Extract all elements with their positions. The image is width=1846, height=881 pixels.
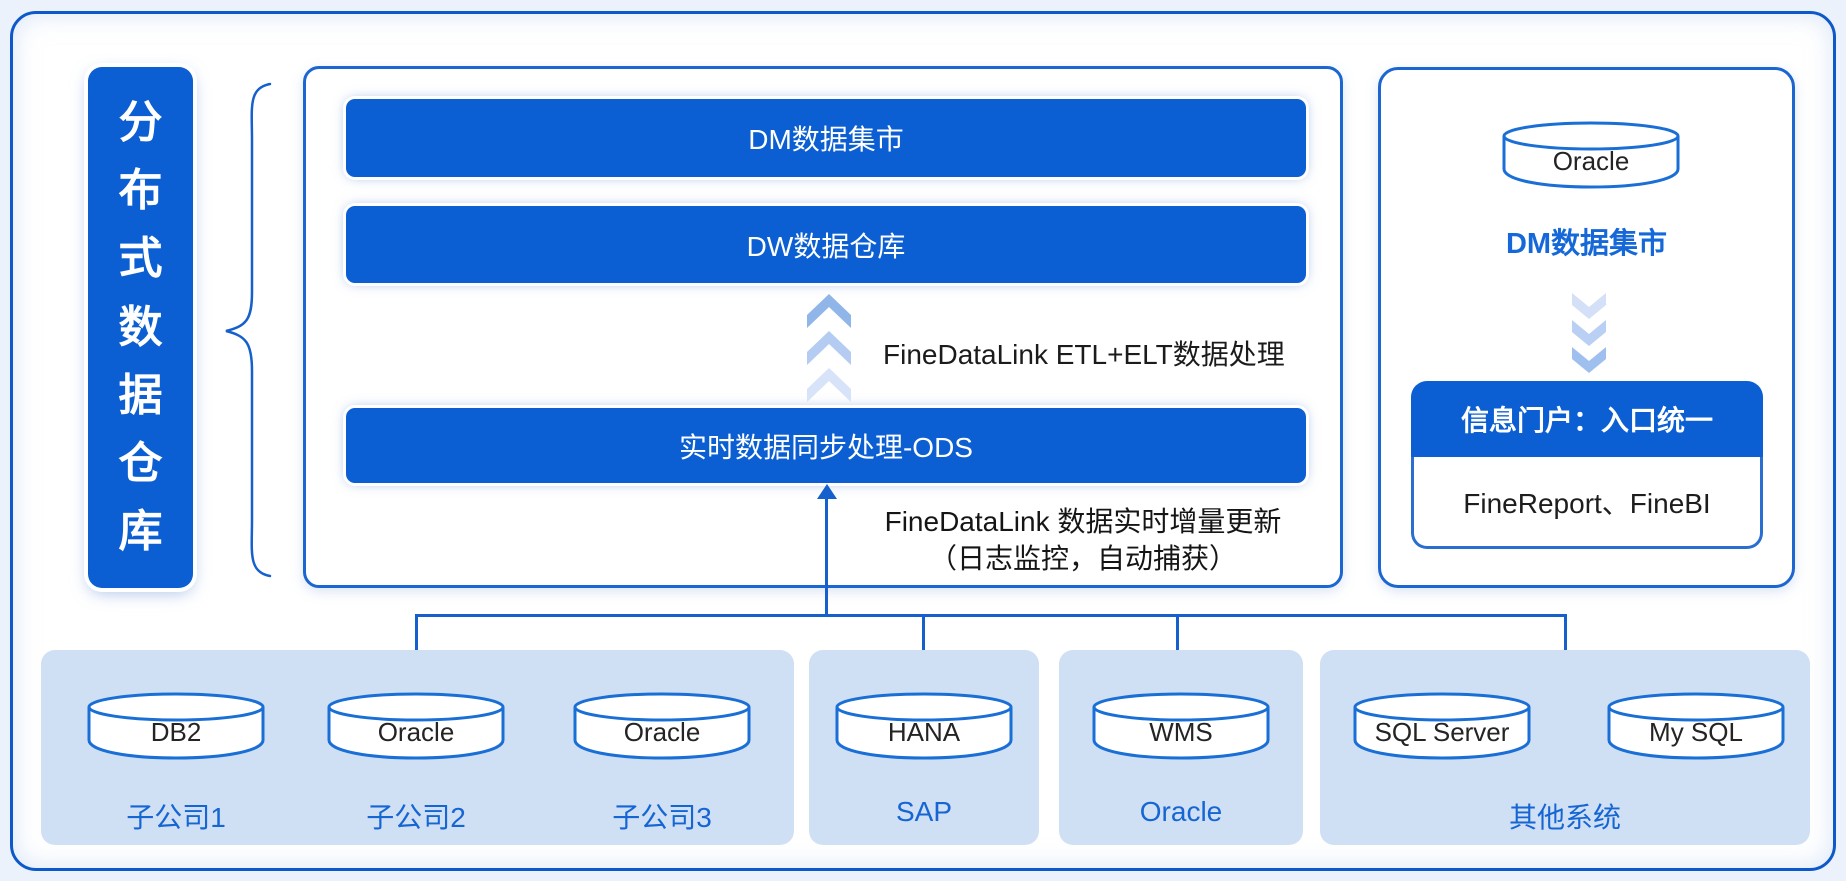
connector-drop: [1176, 614, 1179, 651]
cylinder-label: WMS: [1149, 717, 1213, 747]
info-portal-box: 信息门户：入口统一 FineReport、FineBI: [1411, 381, 1763, 549]
group-label: 子公司1: [126, 802, 226, 833]
title-char: 库: [118, 506, 163, 556]
cylinder-label: DB2: [150, 717, 202, 747]
sync-caption: FineDataLink 数据实时增量更新 （日志监控，自动捕获）: [868, 503, 1298, 577]
cylinder-label: Oracle: [623, 717, 701, 747]
oracle-mart-cylinder: Oracle: [1499, 120, 1683, 190]
sqlserver-cylinder: SQL Server: [1350, 691, 1534, 761]
dm-data-mart-bar: DM数据集市: [346, 99, 1306, 177]
up-arrow-icon: [817, 484, 837, 499]
sync-caption-line2: （日志监控，自动捕获）: [928, 543, 1237, 574]
warehouse-layers-box: DM数据集市 DW数据仓库 实时数据同步处理-ODS FineDataLink …: [303, 66, 1343, 588]
portal-header: 信息门户：入口统一: [1411, 381, 1763, 457]
group-label: 子公司3: [612, 802, 712, 833]
database-cylinder-icon: [327, 692, 505, 760]
cylinder-label: My SQL: [1649, 717, 1743, 747]
title-char: 仓: [118, 438, 163, 488]
cylinder-label: Oracle: [1552, 146, 1630, 176]
source-group-other-systems: SQL Server My SQL 其他系统: [1320, 650, 1810, 845]
connector-drop: [922, 614, 925, 651]
group-label: 其他系统: [1508, 802, 1621, 833]
mart-panel-title: DM数据集市: [1505, 228, 1668, 260]
connector-drop: [415, 614, 418, 651]
title-char: 分: [118, 98, 163, 148]
source-group-subsidiaries: DB2 Oracle Oracle 子公司1 子公司2 子公司3: [41, 650, 794, 845]
cylinder-label: HANA: [887, 717, 961, 747]
database-cylinder-icon: [1353, 692, 1531, 760]
database-cylinder-icon: [87, 692, 265, 760]
ods-sync-bar: 实时数据同步处理-ODS: [346, 408, 1306, 483]
oracle-cylinder: Oracle: [570, 691, 754, 761]
hana-cylinder: HANA: [832, 691, 1016, 761]
group-label: 子公司2: [366, 802, 466, 833]
curly-brace-icon: [225, 82, 272, 578]
distributed-warehouse-title-bar: 分 布 式 数 据 仓 库: [88, 67, 193, 588]
group-label: Oracle: [1139, 796, 1223, 827]
cylinder-label: SQL Server: [1374, 717, 1510, 747]
dw-data-warehouse-bar: DW数据仓库: [346, 206, 1306, 283]
source-group-wms: WMS Oracle: [1059, 650, 1303, 845]
data-mart-panel: Oracle DM数据集市 信息门户：入口统一 FineReport、FineB…: [1378, 67, 1795, 588]
down-chevrons-icon: [1572, 293, 1606, 373]
title-char: 数: [118, 302, 163, 352]
mysql-cylinder: My SQL: [1604, 691, 1788, 761]
db2-cylinder: DB2: [84, 691, 268, 761]
database-cylinder-icon: [1607, 692, 1785, 760]
source-group-sap: HANA SAP: [809, 650, 1039, 845]
portal-tools: FineReport、FineBI: [1411, 457, 1763, 549]
connector-drop: [1564, 614, 1567, 651]
etl-caption: FineDataLink ETL+ELT数据处理: [883, 339, 1285, 370]
title-char: 据: [118, 370, 163, 420]
title-char: 布: [118, 166, 163, 216]
oracle-cylinder: Oracle: [324, 691, 508, 761]
title-char: 式: [118, 234, 163, 284]
up-chevrons-icon: [807, 294, 851, 402]
sync-caption-line1: FineDataLink 数据实时增量更新: [884, 506, 1282, 537]
database-cylinder-icon: [1502, 121, 1680, 189]
group-label: SAP: [895, 796, 953, 827]
cylinder-label: Oracle: [377, 717, 455, 747]
arrow-line: [825, 498, 828, 616]
database-cylinder-icon: [835, 692, 1013, 760]
database-cylinder-icon: [1092, 692, 1270, 760]
connector-bus: [417, 614, 1567, 617]
wms-cylinder: WMS: [1089, 691, 1273, 761]
database-cylinder-icon: [573, 692, 751, 760]
